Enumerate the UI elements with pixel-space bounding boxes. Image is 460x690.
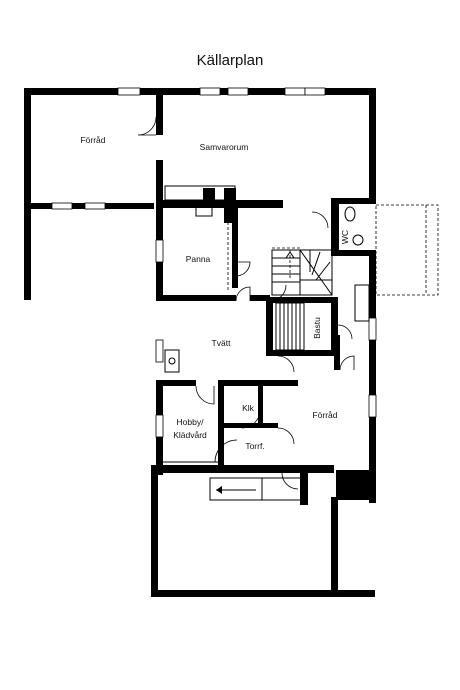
label-wc: WC [340,230,350,244]
label-bastu: Bastu [312,317,322,339]
staircase-lower [275,302,305,351]
staircase-upper [271,247,333,296]
fixtures [163,185,370,463]
plan-title: Källarplan [196,52,264,69]
entry-stairs [209,477,303,501]
label-tvatt: Tvätt [212,338,232,348]
label-samvarorum: Samvarorum [200,142,249,152]
label-hobby: Hobby/ [177,417,205,427]
outdoor-deck [375,204,439,296]
doors [137,116,355,490]
label-forrad-right: Förråd [312,410,337,420]
outer-walls [24,88,376,597]
label-forrad-top: Förråd [80,135,105,145]
room-labels: Förråd Samvarorum Panna WC Tvätt Bastu K… [80,135,350,451]
label-torrf: Torrf. [245,441,264,451]
interior-walls [24,95,376,505]
label-klk: Klk [242,403,255,413]
windows [51,87,377,438]
label-kladvard: Klädvård [173,430,207,440]
label-panna: Panna [186,254,211,264]
